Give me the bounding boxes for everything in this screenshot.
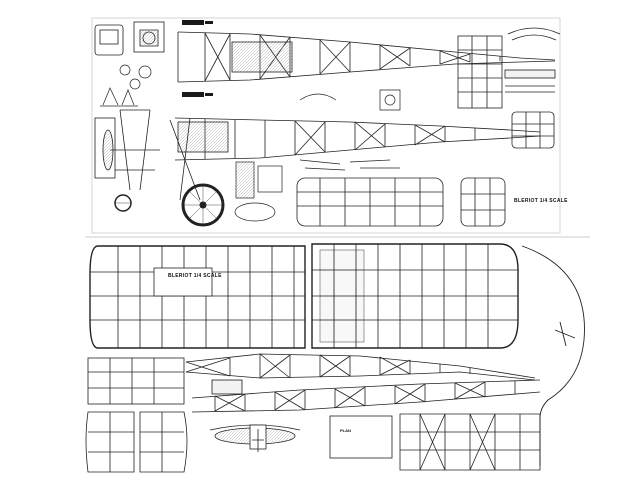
fuselage-side-view [174,111,555,161]
rudder-plan [457,35,503,109]
engine-cylinders [182,20,213,97]
sheet-title-bottom: BLERIOT 1/4 SCALE [168,273,222,279]
propeller-outline [521,245,585,466]
wing-right-panel [311,243,519,349]
instrument-box [94,21,165,56]
stamp-label: PLAN [340,428,351,433]
fuselage-side-lower-2 [191,379,541,413]
main-wheel [181,183,225,227]
top-sheet-border [91,17,561,234]
wing-left-panel [89,245,306,349]
tail-panels-bottom [329,413,541,471]
small-tail-wheel [114,194,132,212]
fuselage-plan-view [177,31,556,83]
wheel-small-details [100,64,152,107]
tail-skid-detail [504,27,561,93]
parts-cluster [234,89,401,222]
landing-gear [94,109,201,201]
stabilizer-panels [85,357,188,473]
rib-templates [296,177,506,227]
fuselage-side-lower [185,353,536,381]
cockpit-detail [209,424,301,452]
sheet-title-top: BLERIOT 1/4 SCALE [514,198,568,204]
